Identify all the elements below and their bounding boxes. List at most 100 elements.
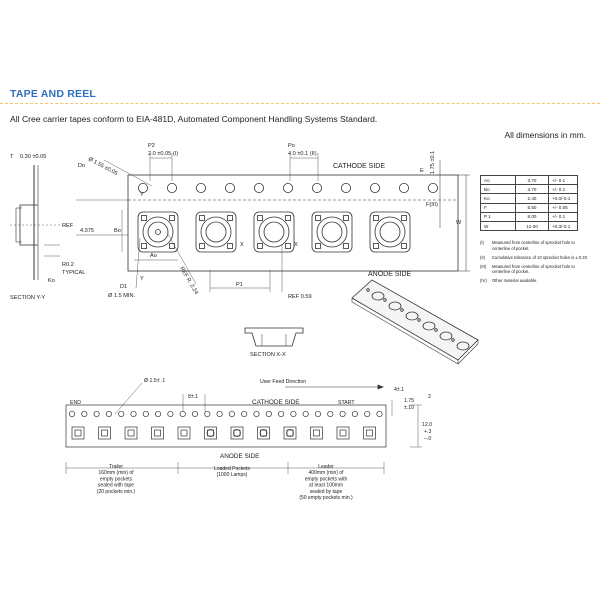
section-xx-view	[244, 327, 304, 347]
dim-2: 2	[428, 394, 431, 400]
dim-175: 1.75	[404, 398, 414, 404]
description-line: (20 pockets min.)	[97, 489, 136, 495]
note-item: (III)Measured from centerline of sprocke…	[480, 264, 590, 275]
dim-12: 12.0	[422, 422, 432, 428]
pocket	[137, 211, 179, 253]
note-tag: (II)	[480, 254, 486, 260]
description-line: Leader	[318, 464, 334, 470]
empty-pocket	[363, 426, 376, 440]
po-label: Po	[288, 143, 295, 149]
p2-value: 2.0 ±0.05 (I)	[148, 151, 178, 157]
dimension-val: 8.00	[515, 211, 549, 222]
f-label: F(III)	[426, 202, 438, 208]
bottom-sprocket-hole	[241, 410, 248, 418]
dim-12-plus: +.3	[424, 429, 431, 435]
pocket	[311, 211, 353, 253]
ref-059: REF 0.59	[288, 294, 312, 300]
bottom-sprocket-hole	[93, 410, 100, 418]
e-label: E	[420, 168, 424, 174]
bottom-sprocket-hole	[302, 410, 309, 418]
note-text: Other material available.	[492, 278, 538, 284]
w-label: W	[456, 220, 462, 226]
dimension-tol: +0.3/-0.1	[548, 220, 578, 232]
x-label-right: X	[294, 242, 298, 248]
po-value: 4.0 ±0.1 (II)	[288, 151, 317, 157]
iso-hole	[434, 328, 438, 332]
note-text: Measured from centerline of sprocket hol…	[492, 240, 575, 251]
section-xx-label: SECTION X-X	[250, 352, 286, 358]
bottom-sprocket-hole	[228, 410, 235, 418]
iso-pocket	[456, 341, 470, 351]
sprocket-hole	[253, 182, 264, 193]
description-line: 400mm (min) of	[308, 470, 344, 476]
empty-pocket	[310, 426, 323, 440]
bottom-sprocket-hole	[81, 410, 88, 418]
dimension-val: 3.70	[515, 174, 549, 186]
bottom-sprocket-hole	[191, 410, 199, 418]
description-line: sealed with tape	[98, 483, 134, 489]
loaded-pocket	[204, 426, 217, 440]
pitch-right-label: 4±.1	[394, 387, 404, 393]
note-text: Measured from centerline of sprocket hol…	[492, 263, 575, 275]
loaded-pocket	[283, 426, 297, 440]
bottom-cathode-label: CATHODE SIDE	[252, 399, 299, 406]
bottom-sprocket-hole	[155, 410, 162, 418]
iso-hole	[383, 298, 387, 302]
carrier-tape-outline	[127, 174, 459, 272]
section-title: TAPE AND REEL	[10, 88, 97, 100]
bottom-sprocket-hole	[179, 410, 186, 418]
bottom-sprocket-hole	[118, 410, 125, 418]
loaded-pocket	[257, 426, 270, 440]
sprocket-hole	[427, 182, 438, 193]
empty-pocket	[124, 426, 138, 440]
dimension-tol: +/- 0.1	[548, 184, 578, 195]
d1-label: D1	[120, 284, 127, 290]
empty-pocket	[151, 426, 164, 440]
note-item: (IV)Other material available.	[480, 278, 590, 284]
user-feed-label: User Feed Direction	[260, 379, 306, 385]
sprocket-hole	[195, 182, 206, 193]
sprocket-hole	[398, 182, 409, 193]
sprocket-hole	[311, 182, 322, 193]
dimension-sym: W	[480, 220, 516, 232]
bottom-sprocket-hole	[314, 410, 322, 418]
t-value: 0.30 ±0.05	[20, 154, 46, 160]
ko-label: Ko	[48, 278, 55, 284]
bottom-sprocket-hole	[265, 410, 272, 418]
loaded-description: Loaded Pockets(1000 Lamps)	[214, 466, 250, 478]
iso-pocket	[422, 321, 436, 331]
iso-hole	[417, 318, 421, 322]
r02-label: R0.2	[62, 262, 74, 268]
iso-pocket	[371, 291, 385, 301]
dim-12-minus: –.0	[424, 436, 431, 442]
ref-label: REF	[62, 223, 74, 229]
pitch-label: 8±.1	[188, 394, 198, 400]
sprocket-hole	[166, 182, 177, 193]
iso-hole	[366, 288, 370, 292]
do-label: Do	[78, 163, 85, 169]
title-divider	[0, 103, 600, 104]
units-note: All dimensions in mm.	[504, 130, 586, 140]
iso-pocket	[405, 311, 419, 321]
bottom-sprocket-hole	[278, 410, 285, 418]
sprocket-hole	[137, 182, 148, 193]
note-tag: (I)	[480, 240, 484, 245]
sprocket-hole	[282, 182, 293, 193]
bottom-sprocket-hole	[130, 410, 137, 418]
top-tape-view	[10, 153, 479, 365]
iso-hole	[451, 338, 455, 342]
y-label-bottom: Y	[140, 276, 144, 282]
sprocket-hole	[369, 182, 380, 193]
empty-pocket	[98, 426, 111, 440]
ref-value: 4.375	[80, 228, 94, 234]
bottom-sprocket-hole	[376, 410, 383, 418]
pockets	[137, 211, 411, 253]
dimension-tol: +/- 0.05	[548, 202, 578, 213]
bottom-sprocket-hole	[290, 410, 297, 418]
